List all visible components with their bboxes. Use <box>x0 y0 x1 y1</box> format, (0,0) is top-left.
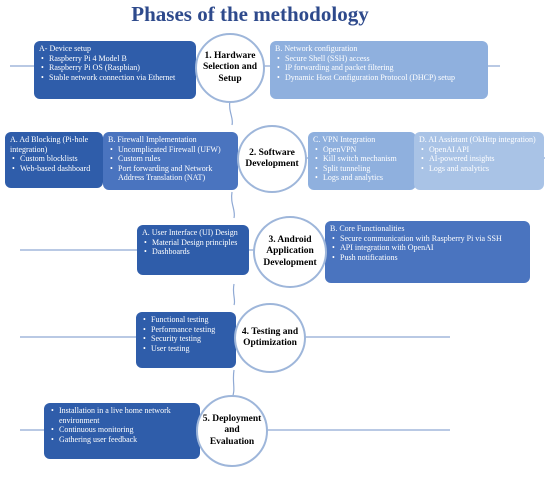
list-item: Material Design principles <box>144 238 244 248</box>
phase-2-node: 2. Software Development <box>237 125 307 193</box>
box-title: D. AI Assistant (OkHttp integration) <box>419 135 536 144</box>
phase-5-box-deployment: Installation in a live home network envi… <box>44 403 200 459</box>
phase-label: 4. Testing and Optimization <box>241 326 299 349</box>
list-item: Gathering user feedback <box>51 435 195 445</box>
list-item: Installation in a live home network envi… <box>51 406 195 425</box>
list-item: OpenVPN <box>315 145 411 155</box>
list-item: Logs and analytics <box>421 164 539 174</box>
phase-3-box-ui-design: A. User Interface (UI) Design Material D… <box>137 225 249 275</box>
list-item: Security testing <box>143 334 231 344</box>
phase-5-node: 5. Deployment and Evaluation <box>196 395 268 467</box>
phase-label: 3. Android Application Development <box>263 234 317 268</box>
phase-label: 5. Deployment and Evaluation <box>202 413 262 447</box>
list-item: Raspberry Pi OS (Raspbian) <box>41 63 191 73</box>
phase-2-box-ai-assistant: D. AI Assistant (OkHttp integration) Ope… <box>414 132 544 190</box>
list-item: Performance testing <box>143 325 231 335</box>
list-item: Dynamic Host Configuration Protocol (DHC… <box>277 73 483 83</box>
list-item: Functional testing <box>143 315 231 325</box>
spine-4-5 <box>231 369 235 399</box>
spine-3-4 <box>232 283 236 306</box>
list-item: OpenAI API <box>421 145 539 155</box>
box-title: B. Network configuration <box>275 44 358 53</box>
phase-1-box-device-setup: A- Device setup Raspberry Pi 4 Model B R… <box>34 41 196 99</box>
phase-2-box-vpn: C. VPN Integration OpenVPN Kill switch m… <box>308 132 416 190</box>
box-title: A- Device setup <box>39 44 91 53</box>
phase-3-node: 3. Android Application Development <box>253 216 327 288</box>
phase-1-box-network-configuration: B. Network configuration Secure Shell (S… <box>270 41 488 99</box>
list-item: API integration with OpenAI <box>332 243 525 253</box>
phase-label: 1. Hardware Selection and Setup <box>202 50 258 84</box>
list-item: Web-based dashboard <box>12 164 98 174</box>
list-item: Stable network connection via Ethernet <box>41 73 191 83</box>
diagram-title: Phases of the methodology <box>131 2 369 26</box>
list-item: Secure Shell (SSH) access <box>277 54 483 64</box>
box-title: B. Firewall Implementation <box>108 135 197 144</box>
box-title: C. VPN Integration <box>313 135 376 144</box>
list-item: Custom rules <box>110 154 233 164</box>
box-title: A. User Interface (UI) Design <box>142 228 238 237</box>
list-item: Continuous monitoring <box>51 425 195 435</box>
phase-2-box-firewall: B. Firewall Implementation Uncomplicated… <box>103 132 238 190</box>
list-item: Push notifications <box>332 253 525 263</box>
phase-2-box-ad-blocking: A. Ad Blocking (Pi-hole integration) Cus… <box>5 132 103 188</box>
phase-4-box-testing: Functional testing Performance testing S… <box>136 312 236 368</box>
list-item: Logs and analytics <box>315 173 411 183</box>
list-item: Secure communication with Raspberry Pi v… <box>332 234 525 244</box>
phase-1-node: 1. Hardware Selection and Setup <box>195 33 265 103</box>
list-item: Raspberry Pi 4 Model B <box>41 54 191 64</box>
list-item: Kill switch mechanism <box>315 154 411 164</box>
spine-1-2 <box>228 99 234 126</box>
list-item: Custom blocklists <box>12 154 98 164</box>
box-title: B. Core Functionalities <box>330 224 405 233</box>
spine-2-3 <box>230 191 236 219</box>
phase-label: 2. Software Development <box>245 147 299 170</box>
phase-3-box-core-functionalities: B. Core Functionalities Secure communica… <box>325 221 530 283</box>
list-item: Dashboards <box>144 247 244 257</box>
phase-4-node: 4. Testing and Optimization <box>234 303 306 373</box>
list-item: AI-powered insights <box>421 154 539 164</box>
list-item: Port forwarding and Network Address Tran… <box>110 164 233 183</box>
list-item: Split tunneling <box>315 164 411 174</box>
list-item: IP forwarding and packet filtering <box>277 63 483 73</box>
list-item: Uncomplicated Firewall (UFW) <box>110 145 233 155</box>
box-title: A. Ad Blocking (Pi-hole integration) <box>10 135 89 154</box>
list-item: User testing <box>143 344 231 354</box>
